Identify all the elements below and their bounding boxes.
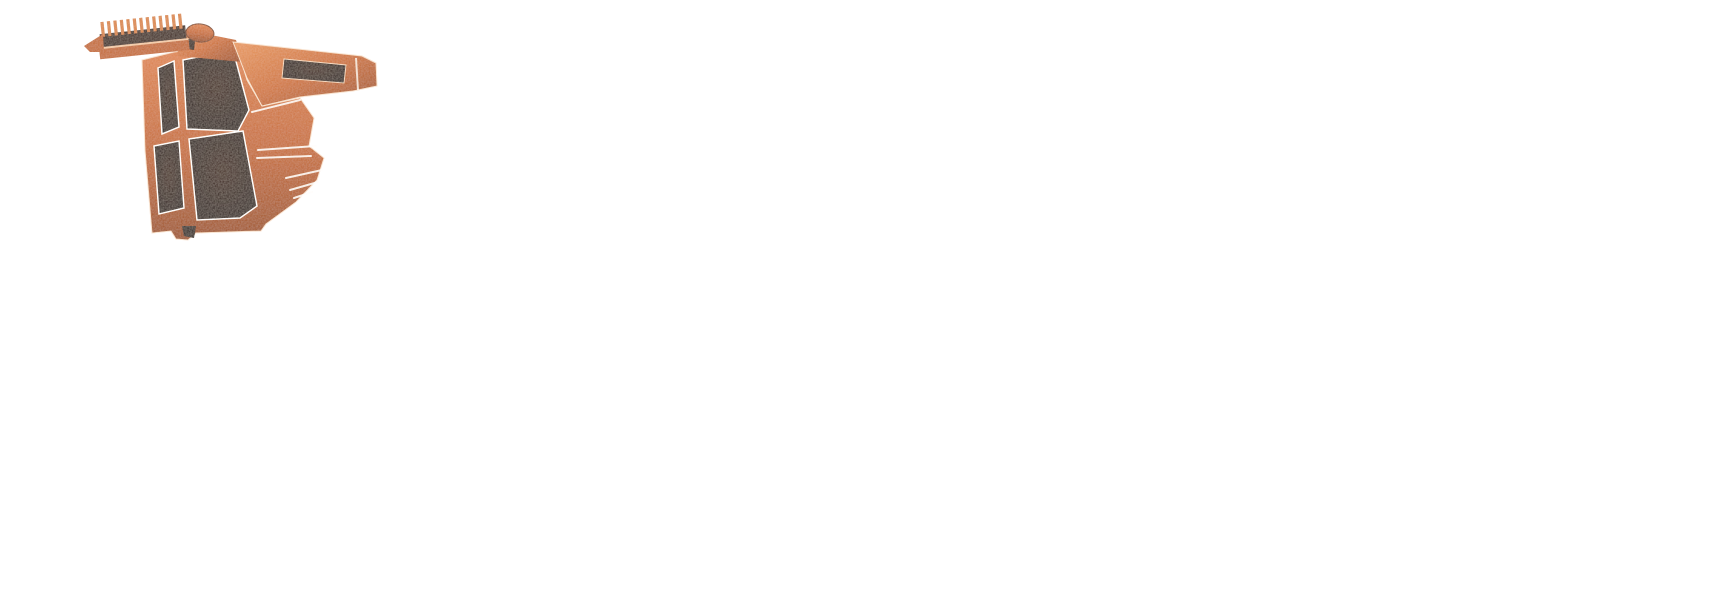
bottom-notch: [182, 226, 196, 238]
profile-shape-group: [84, 13, 378, 241]
groove-lines: [251, 99, 323, 199]
comb-left-tip: [84, 34, 104, 52]
arm-tip-groove: [355, 57, 359, 91]
mounting-knob: [185, 23, 215, 43]
comb-seal-section: [99, 13, 190, 60]
chamber-lower-left: [153, 140, 185, 215]
arm-slot: [281, 58, 347, 84]
chamber-upper-left: [157, 59, 180, 136]
comb-teeth: [100, 13, 183, 37]
chamber-lower-middle: [188, 130, 258, 221]
